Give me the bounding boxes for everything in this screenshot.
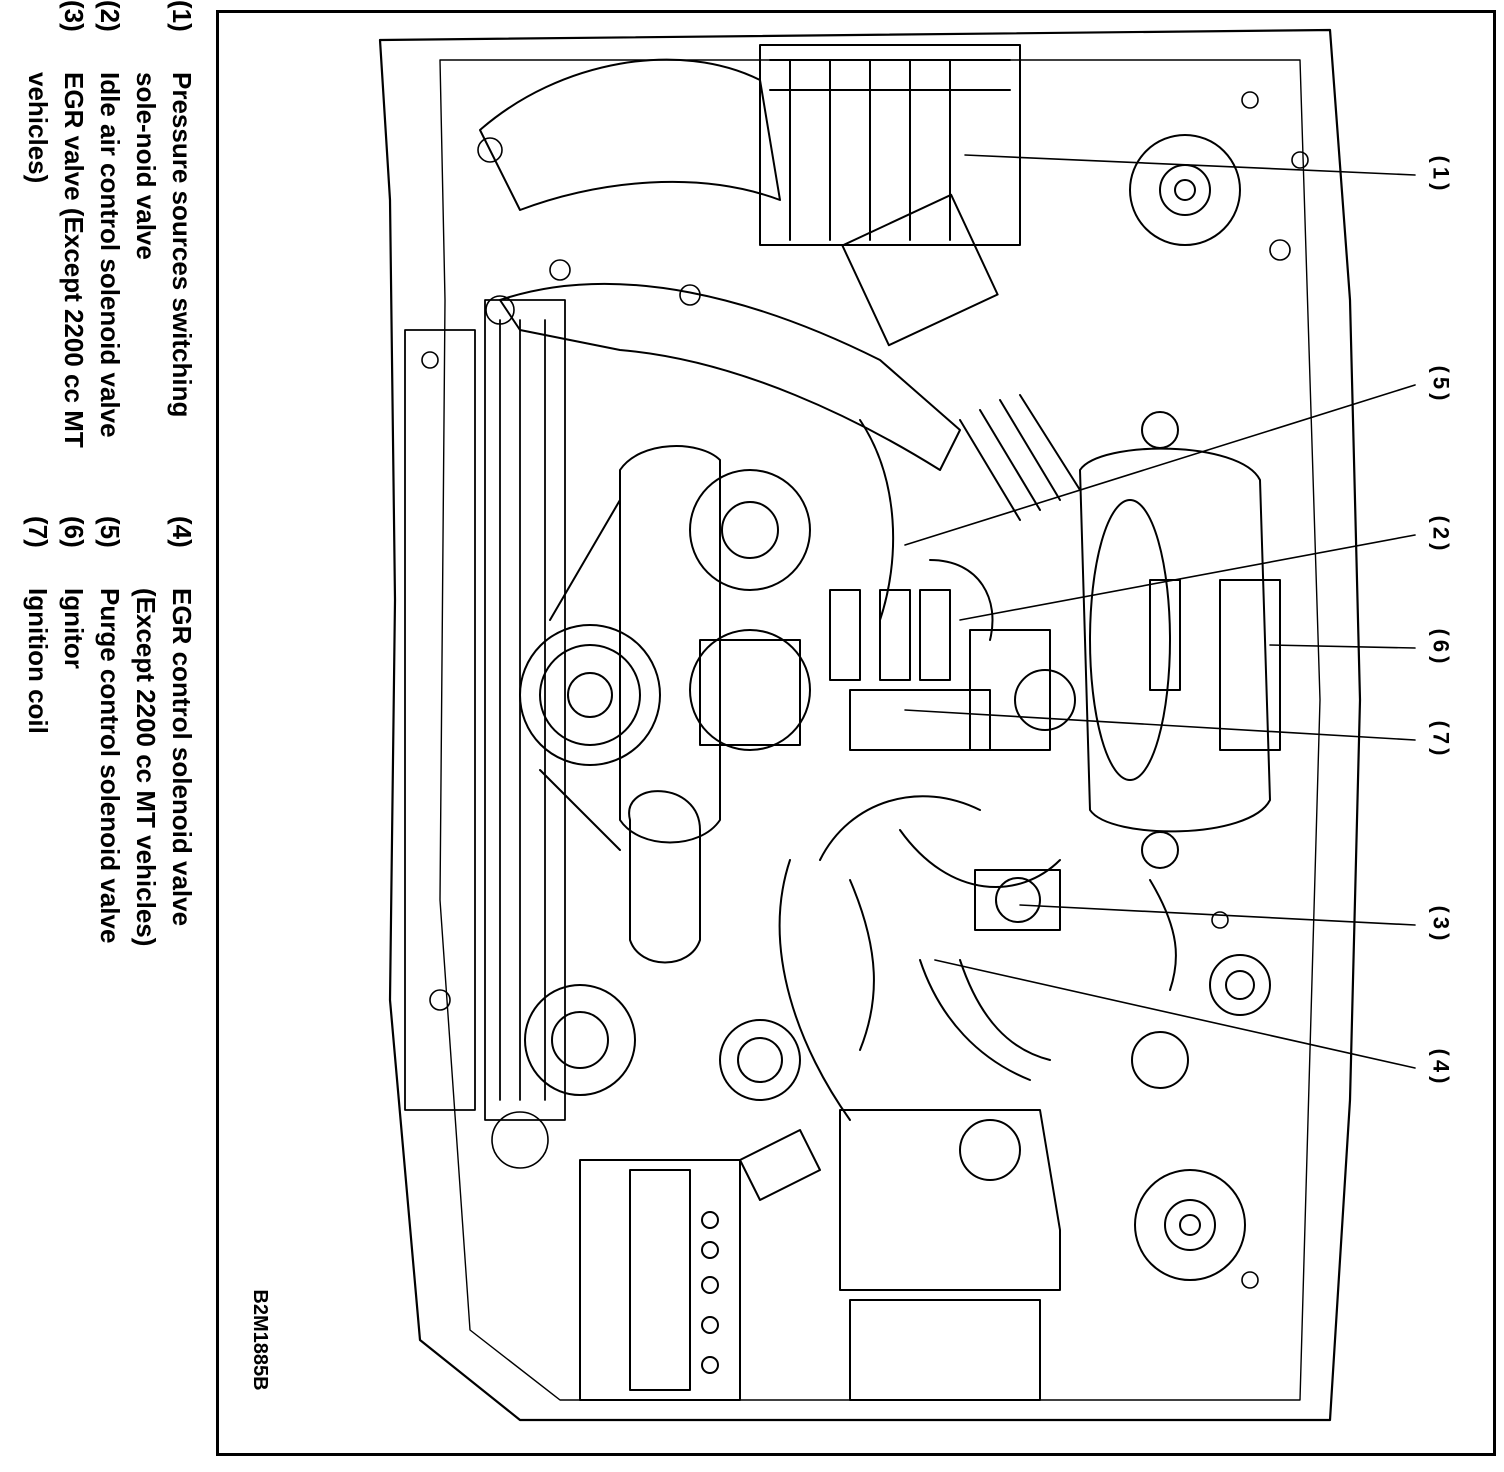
- timing-belt-cover: [619, 445, 721, 844]
- callout-label: (5): [1427, 365, 1453, 405]
- callout-4: (4): [1410, 1048, 1470, 1088]
- callout-5: (5): [1410, 365, 1470, 405]
- strut-tower-rear: [1134, 1169, 1246, 1281]
- callout-3: (3): [1410, 905, 1470, 945]
- egr-valve: [974, 869, 1271, 1016]
- callout-label: (1): [1427, 155, 1453, 195]
- leader-lines: [904, 154, 1416, 1069]
- bolts: [421, 91, 1309, 1289]
- coolant-reservoir: [524, 790, 801, 1101]
- intake-manifold: [819, 419, 1076, 888]
- air-cleaner-box: [1079, 447, 1271, 833]
- callout-label: (3): [1427, 905, 1453, 945]
- callout-2: (2): [1410, 515, 1470, 555]
- brake-booster: [1131, 411, 1189, 1089]
- engine-bay-inner-outline: [439, 59, 1321, 1401]
- air-intake: [479, 44, 1081, 521]
- callout-7: (7): [1410, 720, 1470, 760]
- diagram-frame: [216, 10, 1496, 1456]
- ignitor: [1219, 579, 1281, 751]
- radiator: [404, 299, 566, 1121]
- hoses: [778, 859, 1177, 1121]
- callout-label: (4): [1427, 1048, 1453, 1088]
- engine-bay-outline: [378, 28, 1362, 1422]
- callout-label: (6): [1427, 628, 1453, 668]
- callout-label: (2): [1427, 515, 1453, 555]
- relay-box: [739, 1109, 1061, 1401]
- figure-code: B2M1885B: [249, 1289, 271, 1391]
- alternator: [519, 469, 811, 851]
- callout-1: (1): [1410, 155, 1470, 195]
- strut-tower-front: [1129, 134, 1241, 246]
- callout-6: (6): [1410, 628, 1470, 668]
- battery: [579, 1159, 741, 1401]
- callout-label: (7): [1427, 720, 1453, 760]
